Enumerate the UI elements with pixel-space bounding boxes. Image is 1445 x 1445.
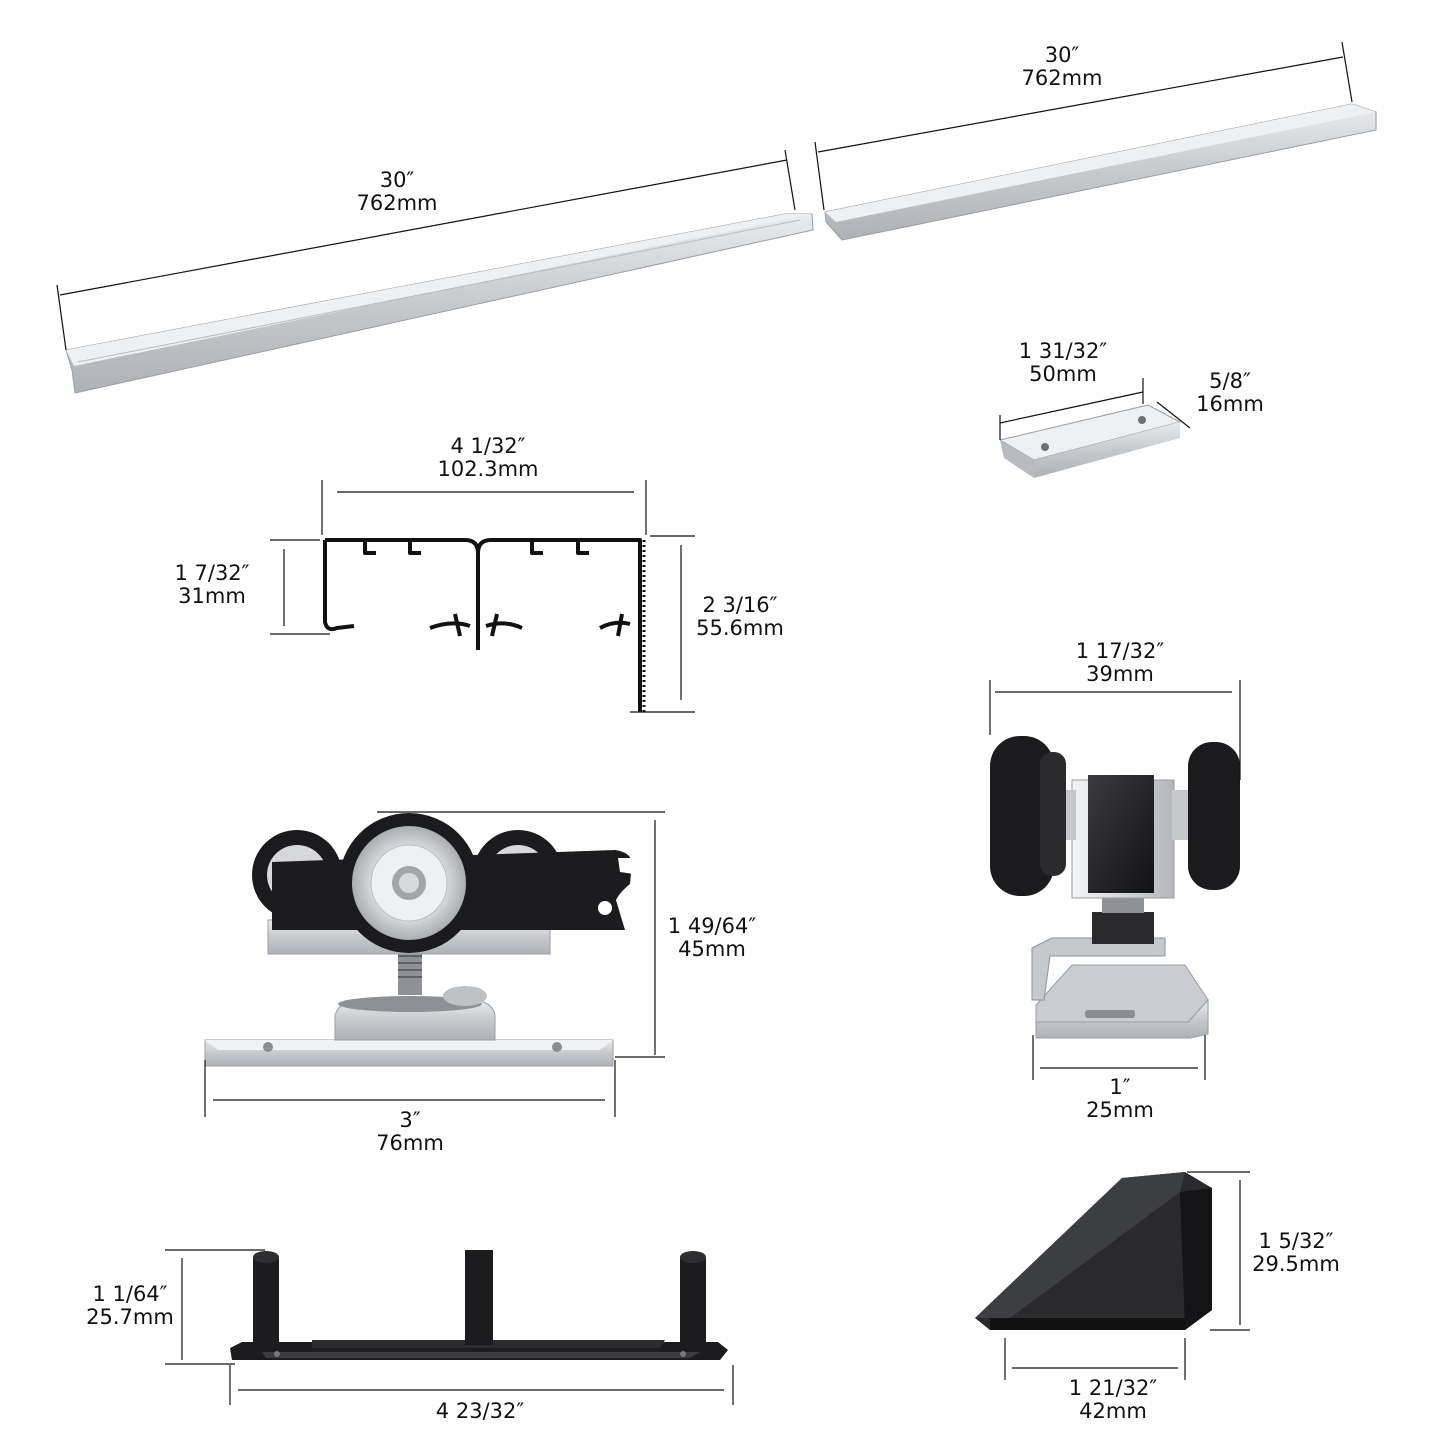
connector-dimension: 1 31/32″ 50mm 5/8″ 16mm [999,339,1264,440]
floor-guide-dimension: 1 1/64″ 25.7mm 4 23/32″ [86,1249,734,1423]
connector-length-mm: 50mm [1029,362,1097,386]
roller-front-plate-width-mm: 25mm [1086,1098,1154,1122]
door-stop-length-inch: 1 21/32″ [1069,1376,1158,1400]
roller-side-length-mm: 76mm [376,1131,444,1155]
roller-front-plate-width-inch: 1″ [1109,1075,1130,1099]
profile-dimension: 4 1/32″ 102.3mm 1 7/32″ 31mm 2 3/16″ 55.… [174,434,784,713]
connector-width-mm: 16mm [1196,392,1264,416]
rail-right-mm: 762mm [1022,66,1103,90]
roller-side-dimension: 1 49/64″ 45mm 3″ 76mm [204,811,757,1155]
connector-width-inch: 5/8″ [1209,369,1251,393]
door-stop-height-inch: 1 5/32″ [1258,1229,1333,1253]
floor-guide-height-inch: 1 1/64″ [92,1282,167,1306]
door-stop-dimension: 1 5/32″ 29.5mm 1 21/32″ 42mm [1004,1171,1340,1423]
roller-side-length-inch: 3″ [399,1108,420,1132]
connector-plate [998,404,1182,478]
roller-side-height-mm: 45mm [678,937,746,961]
connector-length-inch: 1 31/32″ [1019,339,1108,363]
screw-hole-icon [1041,443,1049,451]
profile-channel-height-mm: 31mm [178,584,246,608]
rail-right-inch: 30″ [1045,43,1080,67]
floor-guide [230,1250,728,1360]
door-stop-length-mm: 42mm [1079,1399,1147,1423]
profile-total-height-inch: 2 3/16″ [702,593,777,617]
rail-left-mm: 762mm [357,191,438,215]
profile-total-height-mm: 55.6mm [696,616,784,640]
profile-width-mm: 102.3mm [437,457,538,481]
roller-side-height-inch: 1 49/64″ [668,914,757,938]
profile-width-inch: 4 1/32″ [450,434,525,458]
roller-front-dimension: 1 17/32″ 39mm 1″ 25mm [989,639,1241,1122]
profile-channel-height-inch: 1 7/32″ [174,561,249,585]
door-stop-height-mm: 29.5mm [1252,1252,1340,1276]
floor-guide-height-mm: 25.7mm [86,1305,174,1329]
rail-left-dimension: 30″ 762mm [56,149,796,351]
roller-front-view [990,736,1240,1039]
rail-left-inch: 30″ [380,168,415,192]
rail-right [824,103,1377,241]
roller-side-view [204,813,638,1067]
screw-hole-icon [1138,416,1146,424]
floor-guide-length-inch: 4 23/32″ [436,1399,525,1423]
roller-front-wheel-width-mm: 39mm [1086,662,1154,686]
track-profile [323,538,646,712]
rail-left [65,213,814,394]
rail-right-dimension: 30″ 762mm [814,41,1353,211]
roller-front-wheel-width-inch: 1 17/32″ [1076,639,1165,663]
door-stop [975,1172,1212,1330]
